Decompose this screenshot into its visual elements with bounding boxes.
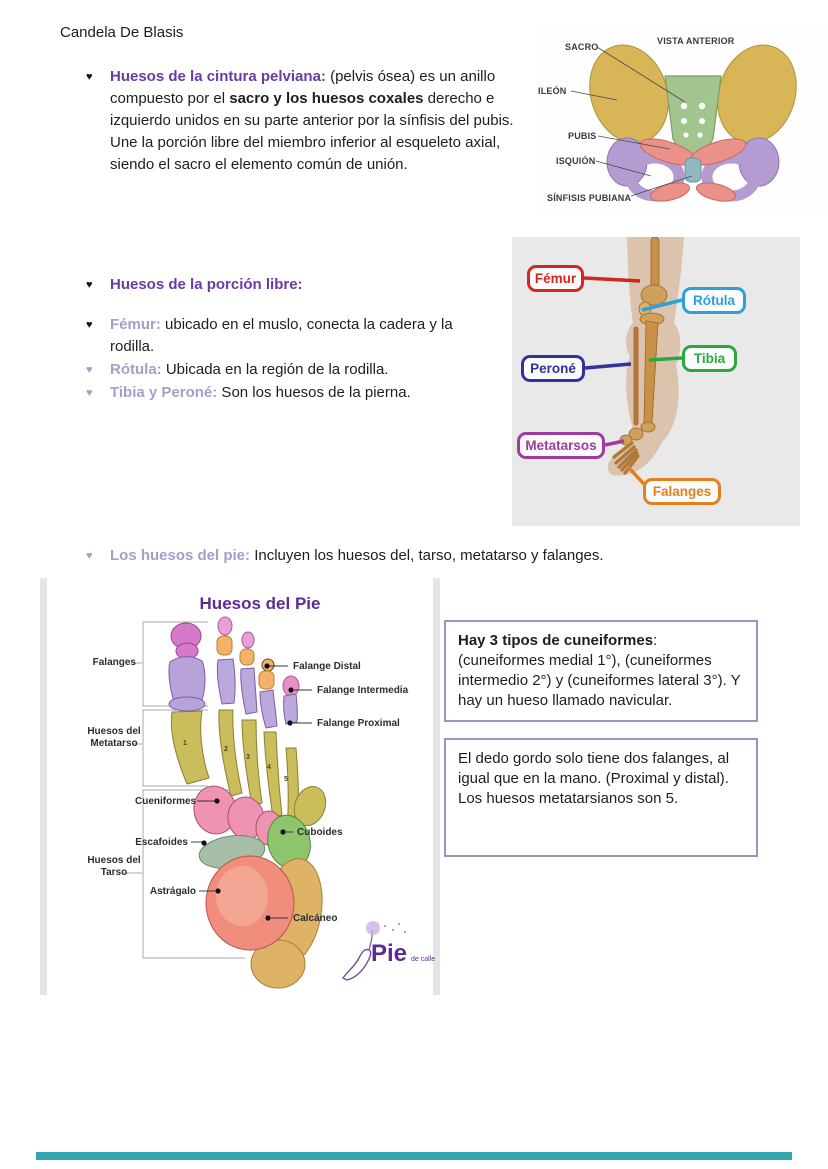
- leg-label-falanges: Falanges: [643, 478, 721, 505]
- tibia-perone-desc: Son los huesos de la pierna.: [217, 384, 411, 401]
- tibia-perone-term: Tibia y Peroné:: [110, 384, 218, 401]
- foot-group-metatarso: Huesos del Metatarso: [87, 726, 141, 749]
- image-edge: [40, 578, 47, 995]
- footer-accent-bar: [36, 1152, 792, 1160]
- tibia-perone-item: ♥ Tibia y Peroné: Son los huesos de la pi…: [86, 382, 506, 404]
- note-lead: Hay 3 tipos de cuneiformes: [458, 632, 654, 649]
- foot-group-falanges: Falanges: [92, 657, 136, 668]
- foot-group-tarso: Huesos del Tarso: [87, 855, 141, 878]
- foot-label-falange-intermedia: Falange Intermedia: [317, 685, 409, 696]
- rotula-term: Rótula:: [110, 361, 162, 378]
- porcion-libre-heading: Huesos de la porción libre:: [110, 276, 303, 293]
- foot-label-calcaneo: Calcáneo: [293, 913, 338, 924]
- femur-item: ♥ Fémur: ubicado en el muslo, conecta la …: [86, 314, 506, 358]
- leg-label-tibia: Tibia: [682, 345, 737, 372]
- metatarsal-number: 3: [246, 754, 250, 761]
- leg-label-femur: Fémur: [527, 265, 584, 292]
- note-box-cuneiformes: Hay 3 tipos de cuneiformes: (cuneiformes…: [444, 620, 758, 722]
- pelvis-illustration: [570, 44, 797, 202]
- logo-foot-sketch-icon: [341, 921, 406, 981]
- metatarsal-number: 1: [183, 740, 187, 747]
- foot-diagram: Huesos del Pie Falanges Huesos del Metat…: [40, 578, 440, 995]
- foot-label-falange-proximal: Falange Proximal: [317, 718, 400, 729]
- note-box-dedo-gordo: El dedo gordo solo tiene dos falanges, a…: [444, 738, 758, 857]
- leg-label-perone: Peroné: [521, 355, 585, 382]
- pelvis-paragraph: ♥ Huesos de la cintura pelviana: (pelvis …: [86, 66, 536, 176]
- pie-de-calle-logo: Pie de calle: [335, 920, 440, 990]
- metatarsal-number: 5: [284, 776, 288, 783]
- heart-bullet-icon: ♥: [86, 387, 93, 399]
- pelvis-label-sacro: SACRO: [565, 42, 599, 52]
- leg-diagram: Fémur Rótula Peroné Tibia Metatarsos Fal…: [512, 237, 800, 526]
- pelvis-body-2: derecho e izquierdo unidos en su parte a…: [110, 90, 514, 173]
- foot-label-cuboides: Cuboides: [297, 827, 343, 838]
- image-edge: [433, 578, 440, 995]
- pelvis-label-sinfisis: SÍNFISIS PUBIANA: [547, 193, 632, 203]
- femur-term: Fémur:: [110, 316, 161, 333]
- foot-illustration: [122, 616, 327, 989]
- rotula-item: ♥ Rótula: Ubicada en la región de la rodi…: [86, 359, 506, 381]
- metatarsal-number: 4: [267, 764, 271, 771]
- pelvis-view-label: VISTA ANTERIOR: [657, 36, 735, 46]
- pie-term: Los huesos del pie:: [110, 547, 251, 564]
- heart-bullet-icon: ♥: [86, 319, 93, 331]
- femur-desc: ubicado en el muslo, conecta la cadera y…: [110, 316, 453, 355]
- foot-label-escafoides: Escafoides: [135, 837, 188, 848]
- rotula-desc: Ubicada en la región de la rodilla.: [161, 361, 389, 378]
- foot-label-astragalo: Astrágalo: [149, 886, 196, 897]
- logo-text-main: Pie: [371, 940, 408, 967]
- metatarsal-number: 2: [224, 746, 228, 753]
- foot-diagram-title: Huesos del Pie: [199, 594, 321, 613]
- pie-item: ♥ Los huesos del pie: Incluyen los huesos…: [86, 545, 726, 567]
- pelvis-label-isquion: ISQUIÓN: [556, 156, 596, 166]
- leg-label-metatarsos: Metatarsos: [517, 432, 605, 459]
- leg-label-rotula: Rótula: [682, 287, 746, 314]
- pelvis-diagram: VISTA ANTERIOR SACRO ILEÓN PUBIS ISQUIÓN…: [535, 24, 827, 218]
- pelvis-label-ileon: ILEÓN: [538, 86, 567, 96]
- heart-bullet-icon: ♥: [86, 364, 93, 376]
- heart-bullet-icon: ♥: [86, 279, 93, 291]
- heart-bullet-icon: ♥: [86, 71, 93, 83]
- pelvis-body-1: (pelvis ósea) es un anillo compuesto por…: [110, 68, 496, 107]
- pelvis-heading: Huesos de la cintura pelviana:: [110, 68, 326, 85]
- foot-label-falange-distal: Falange Distal: [293, 661, 361, 672]
- note-rest: : (cuneiformes medial 1°), (cuneiformes …: [458, 632, 741, 709]
- heart-bullet-icon: ♥: [86, 550, 93, 562]
- foot-label-cueniformes: Cueniformes: [135, 796, 197, 807]
- porcion-libre-heading-row: ♥ Huesos de la porción libre:: [86, 274, 506, 296]
- author-name: Candela De Blasis: [60, 24, 184, 41]
- logo-text-sub: de calle: [411, 956, 436, 963]
- pelvis-body-bold: sacro y los huesos coxales: [229, 90, 424, 107]
- pie-desc: Incluyen los huesos del, tarso, metatars…: [250, 547, 604, 564]
- note-rest: El dedo gordo solo tiene dos falanges, a…: [458, 750, 730, 807]
- pelvis-label-pubis: PUBIS: [568, 131, 597, 141]
